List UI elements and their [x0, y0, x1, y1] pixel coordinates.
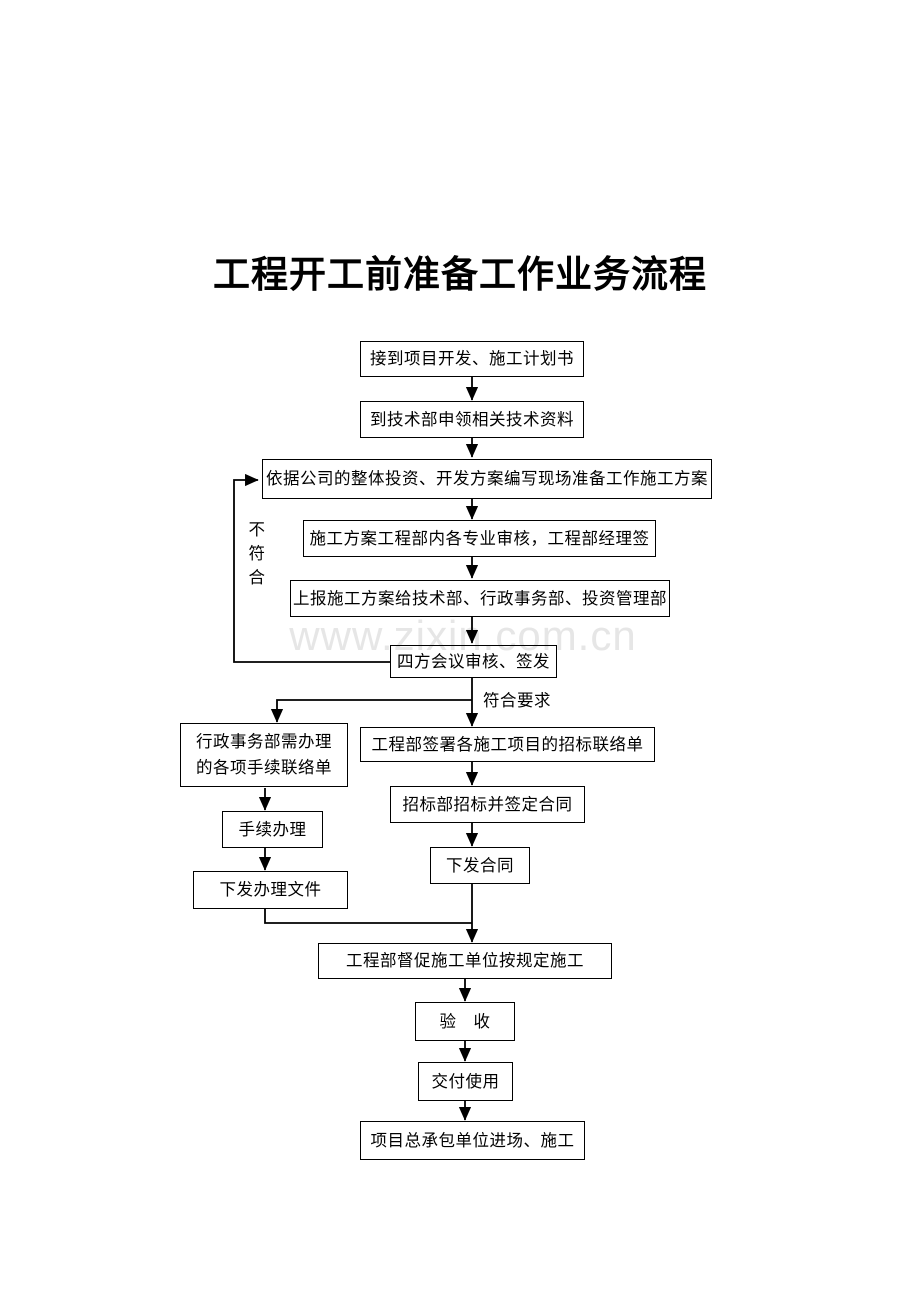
node-issue-contract[interactable]: 下发合同: [430, 847, 530, 884]
node-issue-procedure-documents[interactable]: 下发办理文件: [193, 871, 348, 909]
node-sign-tender-liaison-form[interactable]: 工程部签署各施工项目的招标联络单: [360, 727, 655, 762]
node-acceptance-check[interactable]: 验 收: [415, 1002, 515, 1041]
node-process-procedures[interactable]: 手续办理: [222, 811, 323, 848]
node-receive-plan[interactable]: 接到项目开发、施工计划书: [360, 341, 584, 377]
node-admin-procedures-form[interactable]: 行政事务部需办理 的各项手续联络单: [180, 723, 348, 787]
node-general-contractor-entry[interactable]: 项目总承包单位进场、施工: [360, 1121, 585, 1160]
node-submit-plan-departments[interactable]: 上报施工方案给技术部、行政事务部、投资管理部: [290, 580, 670, 617]
node-handover-for-use[interactable]: 交付使用: [418, 1062, 513, 1101]
node-supervise-construction[interactable]: 工程部督促施工单位按规定施工: [318, 943, 612, 979]
node-collect-tech-docs[interactable]: 到技术部申领相关技术资料: [360, 401, 584, 438]
edge-label-pass: 符合要求: [483, 691, 551, 710]
node-four-party-meeting-review[interactable]: 四方会议审核、签发: [390, 645, 557, 678]
node-internal-review-sign[interactable]: 施工方案工程部内各专业审核，工程部经理签: [303, 520, 656, 557]
node-write-site-prep-plan[interactable]: 依据公司的整体投资、开发方案编写现场准备工作施工方案: [262, 459, 712, 499]
page-title: 工程开工前准备工作业务流程: [213, 255, 707, 296]
node-tender-and-sign-contract[interactable]: 招标部招标并签定合同: [390, 786, 585, 823]
edge-label-reject: 不 符 合: [248, 520, 266, 587]
